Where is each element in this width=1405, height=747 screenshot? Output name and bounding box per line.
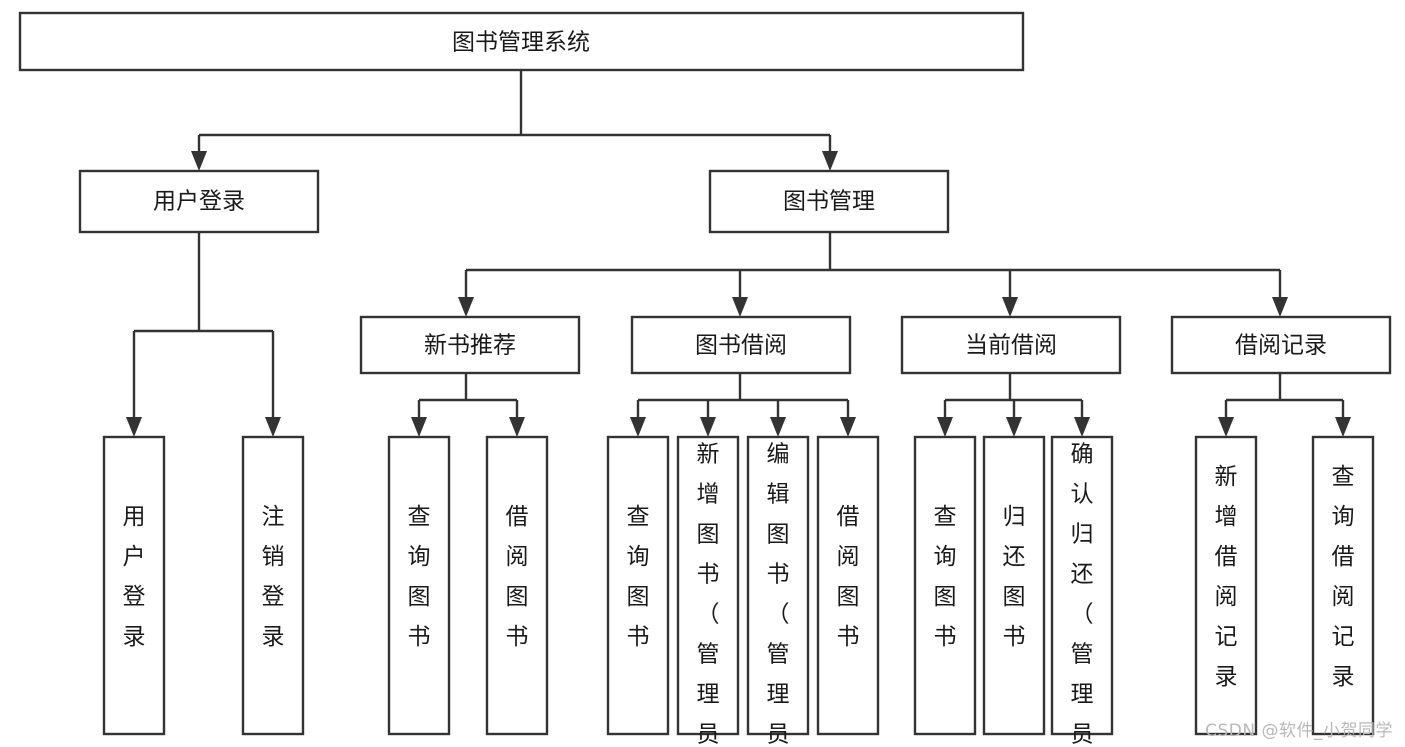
leaf-box[interactable] — [1311, 435, 1375, 736]
book-management-label: 图书管理 — [783, 189, 875, 215]
arrow-head-userlogin-to-leaf-logout — [265, 417, 281, 437]
leaf-label: 查询借阅记录 — [1332, 464, 1355, 690]
arrow-head-currentborrow-to-return — [1006, 417, 1022, 437]
connector-currentborrow-bus — [943, 373, 1084, 422]
leaf-node[interactable]: 确认归还（管理员） — [1050, 435, 1114, 747]
node-user-login[interactable]: 用户登录 — [78, 169, 320, 234]
book-management-box[interactable] — [708, 169, 950, 234]
leaf-node-layer: 用户登录 注销登录 查询图书 借阅图书 查询图书 新增图书（管理员） 编辑图书（管理员） 借阅… — [102, 435, 1375, 747]
arrow-head-bookborrow-to-edit — [770, 417, 786, 437]
leaf-label: 编辑图书（管理员） — [767, 441, 790, 747]
leaf-box[interactable] — [241, 435, 305, 736]
leaf-box[interactable] — [606, 435, 670, 736]
arrow-head-userlogin-to-leaf-login — [126, 417, 142, 437]
arrow-head-borrowrecord-to-query — [1335, 417, 1351, 437]
root-label: 图书管理系统 — [452, 30, 590, 56]
connector-root-bus — [197, 70, 832, 156]
node-root[interactable]: 图书管理系统 — [18, 11, 1025, 72]
new-book-recommend-box[interactable] — [359, 315, 581, 375]
leaf-label: 新增借阅记录 — [1215, 464, 1238, 690]
arrow-head-currentborrow-to-confirm — [1074, 417, 1090, 437]
arrow-head-newbook-to-borrow — [509, 417, 525, 437]
arrow-head-borrowrecord-to-add — [1218, 417, 1234, 437]
node-book-management[interactable]: 图书管理 — [708, 169, 950, 234]
leaf-label: 借阅图书 — [506, 504, 529, 650]
user-login-label: 用户登录 — [153, 189, 245, 215]
arrow-head-root-to-book-mgmt — [822, 151, 838, 171]
root-box[interactable] — [18, 11, 1025, 72]
leaf-box[interactable] — [982, 435, 1046, 736]
leaf-label: 查询图书 — [627, 504, 650, 650]
node-borrow-record[interactable]: 借阅记录 — [1170, 315, 1392, 375]
leaf-box[interactable] — [746, 435, 810, 736]
connector-bookmgmt-bus — [464, 232, 1282, 302]
borrow-record-label: 借阅记录 — [1235, 333, 1327, 359]
connector-userlogin-bus — [132, 232, 275, 422]
leaf-box[interactable] — [676, 435, 740, 736]
leaf-label: 查询图书 — [408, 504, 431, 650]
user-login-box[interactable] — [78, 169, 320, 234]
leaf-label: 查询图书 — [934, 504, 957, 650]
arrow-head-bookmgmt-to-new-recommend — [458, 297, 474, 317]
leaf-label: 确认归还（管理员） — [1071, 441, 1094, 747]
leaf-node[interactable]: 借阅图书 — [816, 435, 880, 736]
leaf-node[interactable]: 查询图书 — [606, 435, 670, 736]
book-borrow-label: 图书借阅 — [695, 333, 787, 359]
arrow-head-bookborrow-to-add — [700, 417, 716, 437]
node-current-borrow[interactable]: 当前借阅 — [900, 315, 1122, 375]
book-borrow-box[interactable] — [630, 315, 852, 375]
leaf-node[interactable]: 查询图书 — [913, 435, 977, 736]
new-book-recommend-label: 新书推荐 — [424, 333, 516, 359]
arrow-head-bookmgmt-to-borrow — [732, 297, 748, 317]
leaf-box[interactable] — [102, 435, 166, 736]
connector-newbook-bus — [417, 373, 519, 422]
arrow-head-bookborrow-to-query — [630, 417, 646, 437]
leaf-label: 用户登录 — [123, 504, 146, 650]
current-borrow-label: 当前借阅 — [965, 333, 1057, 359]
arrow-head-bookmgmt-to-current-borrow — [1002, 297, 1018, 317]
leaf-node[interactable]: 编辑图书（管理员） — [746, 435, 810, 747]
leaf-node[interactable]: 用户登录 — [102, 435, 166, 736]
leaf-label: 注销登录 — [262, 504, 285, 650]
arrow-head-root-to-user-login — [191, 151, 207, 171]
arrow-head-currentborrow-to-query — [937, 417, 953, 437]
leaf-box[interactable] — [913, 435, 977, 736]
leaf-node[interactable]: 注销登录 — [241, 435, 305, 736]
leaf-box[interactable] — [1194, 435, 1258, 736]
node-new-book-recommend[interactable]: 新书推荐 — [359, 315, 581, 375]
arrow-head-newbook-to-query — [411, 417, 427, 437]
arrow-head-bookmgmt-to-borrow-record — [1272, 297, 1288, 317]
leaf-box[interactable] — [1050, 435, 1114, 736]
leaf-box[interactable] — [485, 435, 549, 736]
connector-layer — [126, 70, 1351, 437]
leaf-box[interactable] — [387, 435, 451, 736]
leaf-label: 归还图书 — [1003, 504, 1026, 650]
borrow-record-box[interactable] — [1170, 315, 1392, 375]
leaf-box[interactable] — [816, 435, 880, 736]
leaf-node[interactable]: 归还图书 — [982, 435, 1046, 736]
leaf-node[interactable]: 查询借阅记录 — [1311, 435, 1375, 736]
leaf-node[interactable]: 新增图书（管理员） — [676, 435, 740, 747]
leaf-label: 新增图书（管理员） — [697, 441, 720, 747]
leaf-node[interactable]: 新增借阅记录 — [1194, 435, 1258, 736]
connector-bookborrow-bus — [636, 373, 850, 422]
leaf-node[interactable]: 查询图书 — [387, 435, 451, 736]
arrow-head-bookborrow-to-borrow — [840, 417, 856, 437]
node-book-borrow[interactable]: 图书借阅 — [630, 315, 852, 375]
leaf-label: 借阅图书 — [837, 504, 860, 650]
current-borrow-box[interactable] — [900, 315, 1122, 375]
leaf-node[interactable]: 借阅图书 — [485, 435, 549, 736]
connector-borrowrecord-bus — [1224, 373, 1345, 422]
